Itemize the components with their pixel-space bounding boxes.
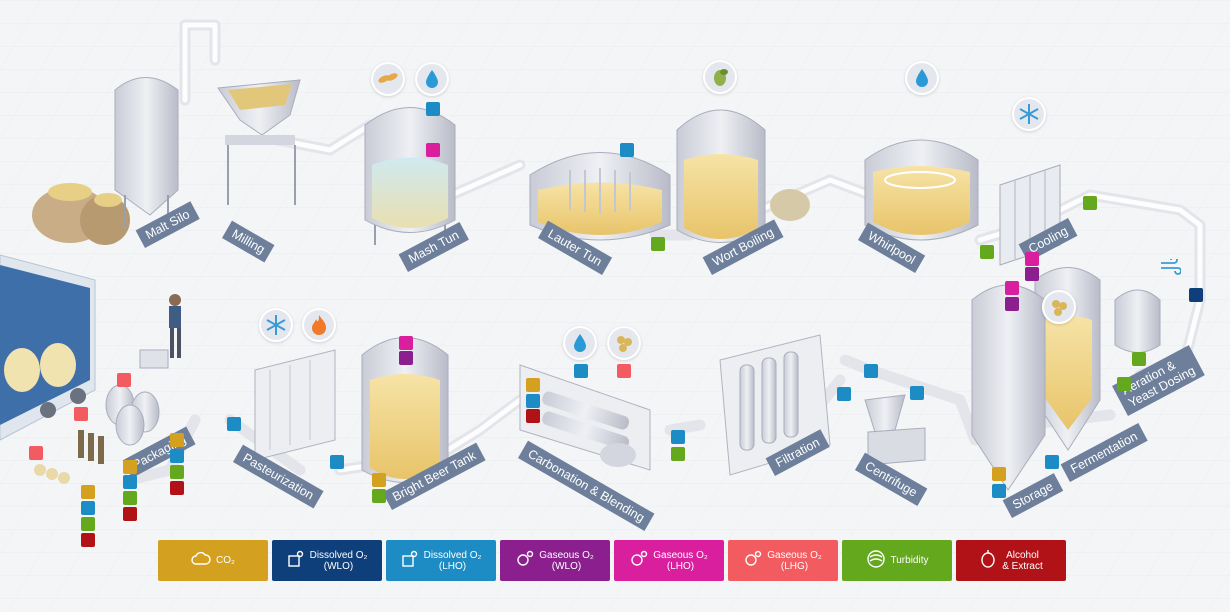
delivery-truck xyxy=(0,254,96,441)
gaseous-o2-icon xyxy=(516,550,534,571)
marker-dissolved-o2-lho xyxy=(227,417,241,431)
legend-label: Dissolved O₂ (LHO) xyxy=(423,549,482,572)
legend-label: Turbidity xyxy=(890,555,929,566)
marker-turbidity xyxy=(651,237,665,251)
marker-co2 xyxy=(81,485,95,499)
malt-sacks xyxy=(32,183,130,245)
grain-icon xyxy=(607,326,641,360)
packaging-items xyxy=(34,294,181,484)
water-drop-icon xyxy=(905,61,939,95)
marker-dissolved-o2-lho xyxy=(330,455,344,469)
marker-gaseous-o2-lho xyxy=(399,336,413,350)
marker-turbidity xyxy=(1083,196,1097,210)
worker-figure xyxy=(139,294,181,369)
marker-dissolved-o2-lho xyxy=(526,394,540,408)
marker-dissolved-o2-lho xyxy=(81,501,95,515)
legend-item-dissolved-o2-lho: Dissolved O₂ (LHO) xyxy=(386,540,496,581)
hop-icon xyxy=(979,549,997,572)
marker-turbidity xyxy=(81,517,95,531)
marker-dissolved-o2-lho xyxy=(123,475,137,489)
marker-dissolved-o2-lho xyxy=(574,364,588,378)
hop-icon xyxy=(703,60,737,94)
whirlpool-tank xyxy=(864,139,979,241)
marker-alcohol-extract xyxy=(526,409,540,423)
aeration-icon xyxy=(1153,250,1187,284)
legend-label: Gaseous O₂ (WLO) xyxy=(539,549,594,572)
legend-label: Gaseous O₂ (LHG) xyxy=(767,549,822,572)
marker-dissolved-o2-wlo xyxy=(1189,288,1203,302)
legend-item-turbidity: Turbidity xyxy=(842,540,952,581)
grain-icon xyxy=(1042,290,1076,324)
cloud-co2-icon xyxy=(191,551,211,570)
marker-gaseous-o2-wlo xyxy=(399,351,413,365)
marker-dissolved-o2-lho xyxy=(837,387,851,401)
marker-gaseous-o2-lho xyxy=(1005,281,1019,295)
marker-dissolved-o2-lho xyxy=(864,364,878,378)
marker-turbidity xyxy=(980,245,994,259)
marker-turbidity xyxy=(1132,352,1146,366)
wheat-icon xyxy=(371,62,405,96)
marker-dissolved-o2-lho xyxy=(910,386,924,400)
marker-gaseous-o2-wlo xyxy=(1025,267,1039,281)
marker-gaseous-o2-wlo xyxy=(1005,297,1019,311)
turbidity-icon xyxy=(866,549,886,572)
legend-item-gaseous-o2-wlo: Gaseous O₂ (WLO) xyxy=(500,540,610,581)
wort-kettle xyxy=(676,109,810,243)
legend-item-gaseous-o2-lhg: Gaseous O₂ (LHG) xyxy=(728,540,838,581)
marker-dissolved-o2-lho xyxy=(1045,455,1059,469)
marker-gaseous-o2-lhg xyxy=(29,446,43,460)
snowflake-icon xyxy=(259,308,293,342)
marker-alcohol-extract xyxy=(123,507,137,521)
marker-turbidity xyxy=(123,491,137,505)
carbonation-unit xyxy=(519,364,651,471)
aeration-vessel xyxy=(1114,289,1161,353)
storage-tank xyxy=(971,284,1046,491)
marker-turbidity xyxy=(170,465,184,479)
legend-item-alcohol-extract: Alcohol & Extract xyxy=(956,540,1066,581)
gaseous-o2-icon xyxy=(630,550,648,571)
dissolved-o2-icon xyxy=(401,550,419,571)
marker-gaseous-o2-lhg xyxy=(74,407,88,421)
marker-dissolved-o2-lho xyxy=(170,449,184,463)
legend-label: CO₂ xyxy=(216,555,235,566)
marker-co2 xyxy=(170,433,184,447)
marker-alcohol-extract xyxy=(81,533,95,547)
marker-dissolved-o2-lho xyxy=(426,102,440,116)
mash-tun xyxy=(364,107,456,245)
mill xyxy=(217,79,301,205)
marker-co2 xyxy=(372,473,386,487)
marker-gaseous-o2-lhg xyxy=(617,364,631,378)
gaseous-o2-icon xyxy=(744,550,762,571)
marker-co2 xyxy=(992,467,1006,481)
marker-gaseous-o2-lho xyxy=(426,143,440,157)
malt-silo xyxy=(114,77,179,230)
marker-turbidity xyxy=(671,447,685,461)
marker-dissolved-o2-lho xyxy=(671,430,685,444)
water-drop-icon xyxy=(563,326,597,360)
pasteurizer xyxy=(254,349,336,461)
marker-dissolved-o2-lho xyxy=(620,143,634,157)
marker-turbidity xyxy=(1117,377,1131,391)
legend: CO₂ Dissolved O₂ (WLO) Dissolved O₂ (LHO) G… xyxy=(158,540,1066,581)
legend-label: Alcohol & Extract xyxy=(1002,549,1043,572)
water-drop-icon xyxy=(415,62,449,96)
marker-turbidity xyxy=(372,489,386,503)
marker-dissolved-o2-lho xyxy=(992,484,1006,498)
marker-alcohol-extract xyxy=(170,481,184,495)
legend-label: Gaseous O₂ (LHO) xyxy=(653,549,708,572)
marker-gaseous-o2-lho xyxy=(1025,252,1039,266)
lauter-tun xyxy=(529,152,671,241)
marker-co2 xyxy=(526,378,540,392)
legend-item-dissolved-o2-wlo: Dissolved O₂ (WLO) xyxy=(272,540,382,581)
flame-icon xyxy=(302,308,336,342)
legend-label: Dissolved O₂ (WLO) xyxy=(309,549,368,572)
marker-co2 xyxy=(123,460,137,474)
marker-gaseous-o2-lhg xyxy=(117,373,131,387)
snowflake-icon xyxy=(1012,97,1046,131)
centrifuge xyxy=(864,394,926,466)
dissolved-o2-icon xyxy=(287,550,305,571)
legend-item-co2: CO₂ xyxy=(158,540,268,581)
legend-item-gaseous-o2-lho: Gaseous O₂ (LHO) xyxy=(614,540,724,581)
